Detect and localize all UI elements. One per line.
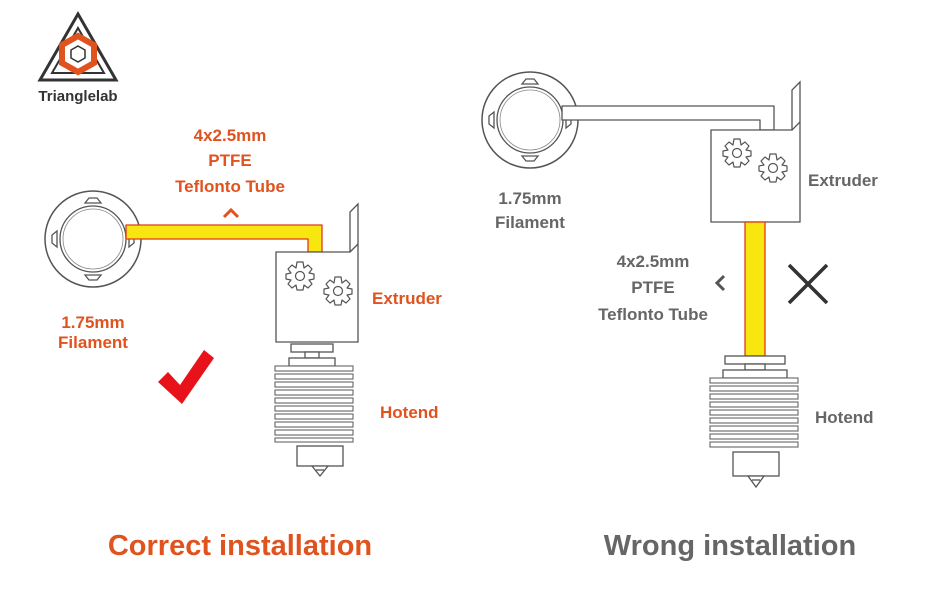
caret-up-icon [222, 207, 240, 219]
tube-label-material: PTFE [631, 278, 674, 297]
brand-name: Trianglelab [38, 88, 117, 105]
check-mark-icon [158, 350, 214, 404]
hotend [274, 343, 354, 478]
extruder-label: Extruder [372, 289, 442, 308]
tube-label-size: 4x2.5mm [194, 126, 267, 145]
filament-path [561, 105, 775, 131]
extruder [710, 80, 801, 223]
caret-left-icon [714, 274, 726, 292]
gear-icon [758, 153, 788, 183]
filament-spool [481, 71, 579, 169]
correct-caption: Correct installation [108, 530, 372, 562]
triangle-hexagon-logo-icon [37, 10, 119, 82]
correct-panel: 4x2.5mm PTFE Teflonto Tube 1.75mm Filame… [44, 126, 442, 562]
brand-logo: Trianglelab [37, 10, 119, 105]
gear-icon [722, 138, 752, 168]
filament-label-name: Filament [58, 333, 128, 352]
tube-label-name: Teflonto Tube [175, 177, 285, 196]
hotend-label: Hotend [380, 403, 439, 422]
tube-label-size: 4x2.5mm [617, 252, 690, 271]
ptfe-tube [744, 221, 766, 357]
hotend [709, 355, 799, 489]
filament-label-size: 1.75mm [61, 313, 124, 332]
tube-label-name: Teflonto Tube [598, 305, 708, 324]
tube-label-material: PTFE [208, 151, 251, 170]
hotend-label: Hotend [815, 408, 874, 427]
gear-icon [323, 276, 353, 306]
ptfe-tube [125, 224, 323, 253]
filament-label-size: 1.75mm [498, 189, 561, 208]
filament-spool [44, 190, 142, 288]
extruder [275, 202, 359, 343]
wrong-panel: 1.75mm Filament Extruder 4x2.5mm PTFE Te… [481, 71, 878, 562]
extruder-label: Extruder [808, 171, 878, 190]
filament-label-name: Filament [495, 213, 565, 232]
cross-mark-icon [787, 263, 829, 305]
gear-icon [285, 261, 315, 291]
wrong-caption: Wrong installation [604, 530, 856, 562]
